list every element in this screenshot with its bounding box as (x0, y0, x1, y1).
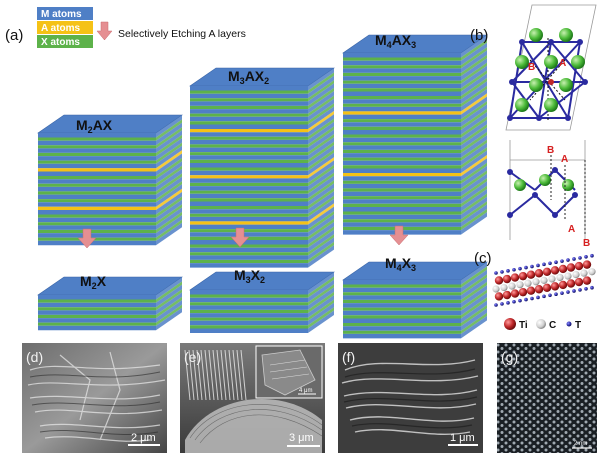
mxene-atom-lattice (492, 253, 596, 307)
struct-label-a-bottom: A (568, 224, 575, 235)
svg-text:M4X3: M4X3 (385, 255, 416, 273)
sem-image-f: (f) 1 μm (338, 343, 483, 453)
panel-label-d: (d) (26, 349, 43, 365)
stack-m4ax3 (342, 34, 488, 235)
panel-label-f: (f) (342, 349, 355, 365)
crystal-structure-top-view: A B (505, 4, 597, 131)
struct-label-b-bottom: B (583, 238, 590, 249)
formula-m4x3: M4X3 (385, 255, 416, 273)
legend-m-label: M atoms (41, 9, 82, 20)
panel-label-b: (b) (470, 27, 488, 44)
svg-text:M3X2: M3X2 (234, 267, 265, 285)
panel-label-e: (e) (184, 349, 201, 365)
formula-m2x: M2X (80, 273, 107, 291)
svg-text:M2X: M2X (80, 273, 107, 291)
atom-legend-t: T (575, 320, 581, 331)
struct-label-b-top: B (528, 62, 535, 73)
atom-legend-ti: Ti (519, 320, 528, 331)
stack-m3x2 (189, 271, 335, 333)
svg-text:M2AX: M2AX (76, 117, 113, 135)
etching-note: Selectively Etching A layers (118, 28, 246, 40)
tem-image-g: (g) 2 nm (497, 343, 597, 453)
stack-m2x (37, 276, 183, 331)
legend-x-swatch (37, 35, 93, 48)
legend-a-label: A atoms (41, 23, 81, 34)
scale-label-g: 2 nm (574, 441, 587, 447)
atom-legend: Ti C T (504, 318, 581, 331)
scale-label-f: 1 μm (450, 432, 475, 444)
down-arrow-icon (77, 228, 97, 249)
struct-label-b-side: B (547, 145, 554, 156)
sem-image-d: (d) 2 μm (22, 343, 167, 453)
crystal-structure-side-view: B A A B (507, 140, 590, 249)
legend-x-label: X atoms (41, 37, 80, 48)
formula-m3x2: M3X2 (234, 267, 265, 285)
stack-m4x3 (342, 261, 488, 339)
ti-atom-icon (504, 318, 516, 330)
panel-label-g: (g) (501, 349, 518, 365)
layer-legend: M atoms A atoms X atoms (37, 7, 93, 48)
scale-label-e-inset: 4 μm (299, 388, 312, 394)
t-atom-icon (566, 321, 572, 327)
sem-image-e: 4 μm (e) 3 μm (180, 343, 325, 453)
legend-a-swatch (37, 21, 93, 34)
svg-text:M4AX3: M4AX3 (375, 32, 416, 50)
atom-legend-c: C (549, 320, 556, 331)
panel-label-a: (a) (5, 27, 23, 44)
struct-label-a-top: A (559, 58, 566, 69)
formula-m2ax: M2AX (76, 117, 113, 135)
down-arrow-icon (389, 225, 409, 246)
layer-stacks (37, 34, 488, 339)
svg-text:M3AX2: M3AX2 (228, 68, 269, 86)
formula-m3ax2: M3AX2 (228, 68, 269, 86)
panel-label-c: (c) (474, 250, 492, 267)
scale-label-d: 2 μm (131, 432, 156, 444)
down-arrow-icon (230, 227, 250, 248)
stack-m3ax2 (189, 67, 335, 268)
stack-m2ax (37, 114, 183, 246)
scale-label-e: 3 μm (289, 432, 314, 444)
c-atom-icon (536, 319, 546, 329)
formula-m4ax3: M4AX3 (375, 32, 416, 50)
legend-m-swatch (37, 7, 93, 20)
struct-label-a-side: A (561, 154, 568, 165)
etching-arrow-icon (96, 21, 113, 41)
